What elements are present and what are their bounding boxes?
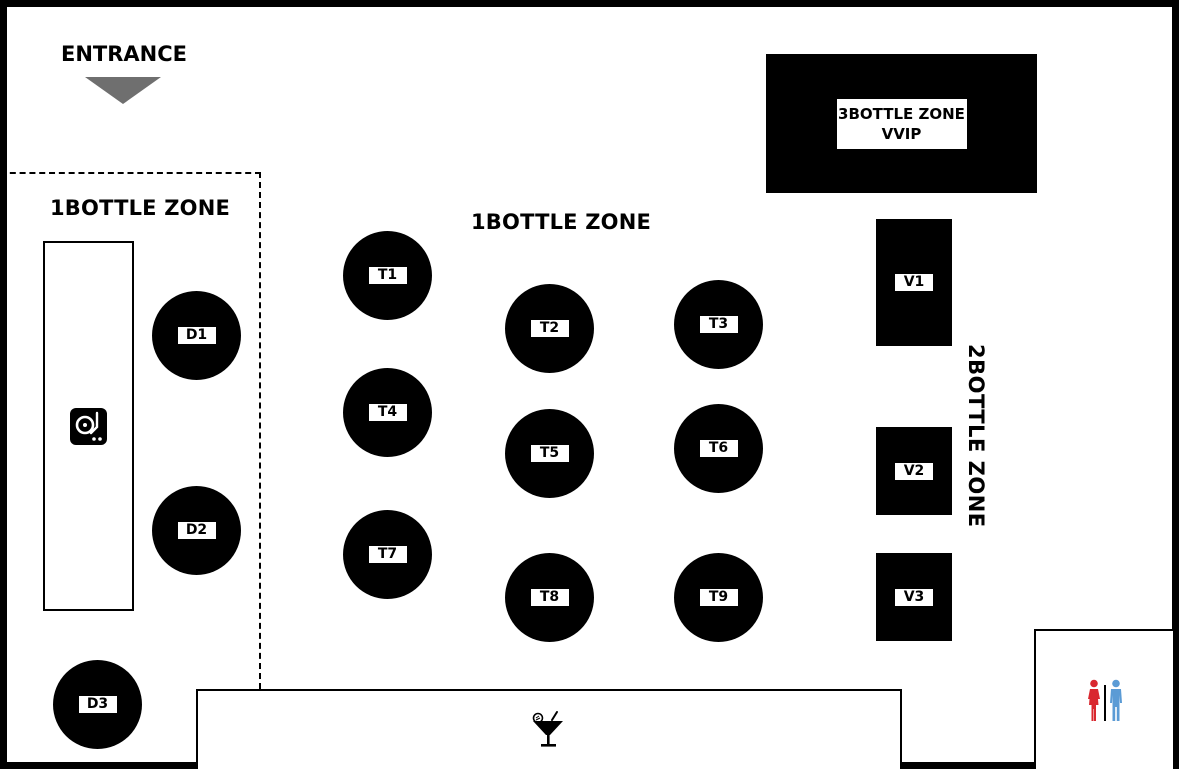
table-t1-label: T1 — [368, 267, 407, 284]
table-t2[interactable]: T2 — [505, 284, 594, 373]
table-t8[interactable]: T8 — [505, 553, 594, 642]
table-v2-label: V2 — [895, 462, 933, 480]
table-t5-label: T5 — [530, 445, 569, 462]
vvip-area[interactable]: 3BOTTLE ZONE VVIP — [766, 54, 1037, 193]
table-t6[interactable]: T6 — [674, 404, 763, 493]
left-zone-label: 1BOTTLE ZONE — [50, 196, 231, 220]
table-d1[interactable]: D1 — [152, 291, 241, 380]
table-d3-label: D3 — [78, 696, 117, 713]
table-d1-label: D1 — [177, 327, 216, 344]
table-v1[interactable]: V1 — [876, 219, 952, 346]
cocktail-icon — [532, 711, 563, 747]
table-t3[interactable]: T3 — [674, 280, 763, 369]
turntable-icon — [70, 408, 107, 445]
table-t4[interactable]: T4 — [343, 368, 432, 457]
table-t6-label: T6 — [699, 440, 738, 457]
table-t8-label: T8 — [530, 589, 569, 606]
right-zone-label: 2BOTTLE ZONE — [964, 344, 988, 528]
table-v1-label: V1 — [895, 274, 933, 291]
table-t1[interactable]: T1 — [343, 231, 432, 320]
table-t9[interactable]: T9 — [674, 553, 763, 642]
table-t4-label: T4 — [368, 404, 407, 421]
vvip-label-line1: 3BOTTLE ZONE — [838, 104, 965, 123]
entrance-arrow-icon — [85, 77, 161, 104]
left-zone-boundary — [0, 172, 261, 699]
table-v3[interactable]: V3 — [876, 553, 952, 641]
restroom-area[interactable] — [1034, 629, 1173, 769]
restroom-icon — [1088, 679, 1122, 721]
table-t7[interactable]: T7 — [343, 510, 432, 599]
table-v2[interactable]: V2 — [876, 427, 952, 515]
table-t9-label: T9 — [699, 589, 738, 606]
table-v3-label: V3 — [895, 588, 933, 606]
table-t5[interactable]: T5 — [505, 409, 594, 498]
vvip-label-line2: VVIP — [881, 124, 922, 143]
table-d2-label: D2 — [177, 522, 216, 539]
entrance-label: ENTRANCE — [61, 42, 187, 66]
vvip-label: 3BOTTLE ZONE VVIP — [836, 98, 967, 149]
table-d2[interactable]: D2 — [152, 486, 241, 575]
table-d3[interactable]: D3 — [53, 660, 142, 749]
table-t2-label: T2 — [530, 320, 569, 337]
table-t3-label: T3 — [699, 316, 738, 333]
center-zone-label: 1BOTTLE ZONE — [471, 210, 652, 234]
table-t7-label: T7 — [368, 546, 407, 563]
